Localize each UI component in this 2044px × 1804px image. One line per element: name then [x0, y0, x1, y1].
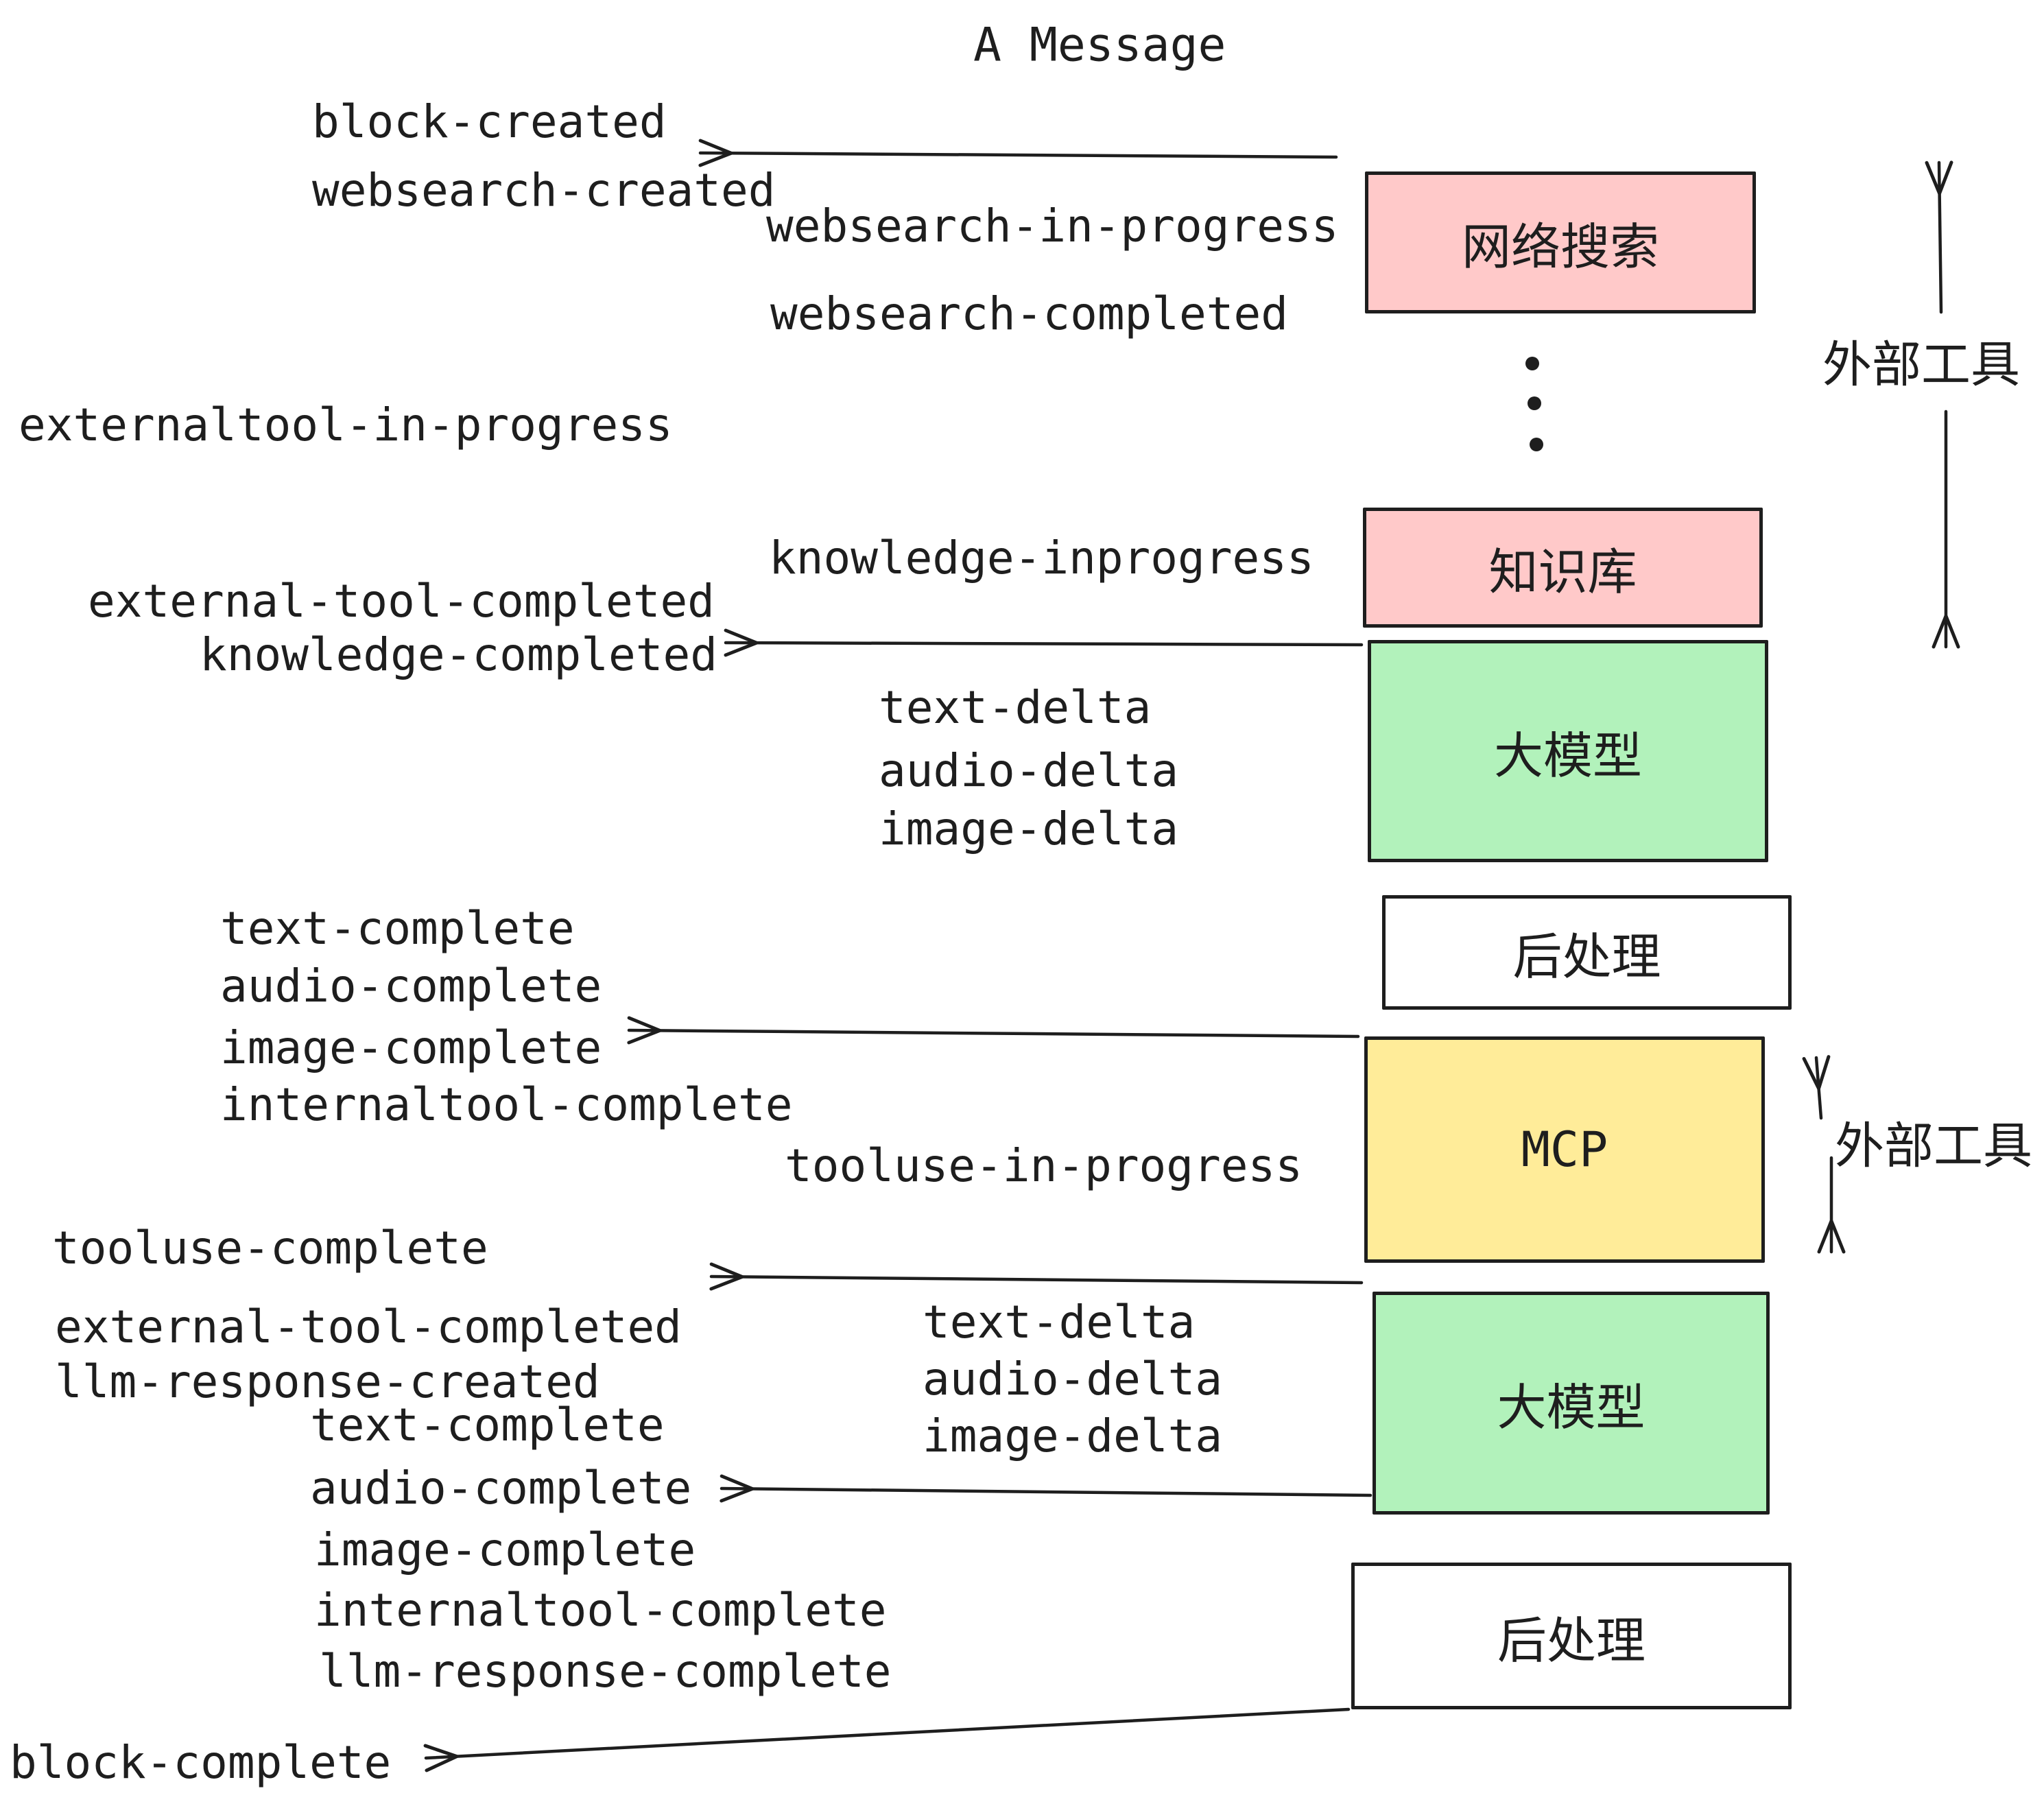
event-label-text-complete: text-complete — [220, 902, 575, 955]
ellipsis-dot — [1530, 438, 1543, 451]
box-knowledge: 知识库 — [1363, 508, 1763, 628]
box-knowledge-label: 知识库 — [1488, 543, 1637, 601]
box-websearch-label: 网络搜索 — [1461, 218, 1659, 276]
event-label-internaltool-complete: internaltool-complete — [220, 1078, 793, 1131]
external-tools-arrow-up-2 — [1802, 1055, 1831, 1120]
arrow-to-block-complete — [423, 1707, 1351, 1772]
event-label-text-complete-2: text-complete — [310, 1399, 665, 1451]
event-label-audio-complete-2: audio-complete — [310, 1462, 692, 1515]
external-tools-arrow-up-1 — [1925, 161, 1953, 314]
event-label-image-complete-2: image-complete — [314, 1523, 696, 1576]
event-label-audio-delta: audio-delta — [879, 744, 1179, 797]
event-label-text-delta: text-delta — [879, 681, 1152, 734]
event-label-websearch-created: websearch-created — [312, 164, 776, 217]
event-label-image-complete: image-complete — [220, 1021, 602, 1074]
event-label-image-delta-2: image-delta — [923, 1410, 1223, 1462]
event-label-image-delta: image-delta — [879, 803, 1179, 855]
ellipsis-dot — [1528, 396, 1541, 410]
box-llm-1-label: 大模型 — [1493, 726, 1642, 785]
diagram-title: A Message — [973, 18, 1226, 73]
box-mcp-label: MCP — [1521, 1121, 1608, 1178]
event-label-audio-delta-2: audio-delta — [923, 1353, 1223, 1405]
event-label-internaltool-complete-2: internaltool-complete — [314, 1584, 887, 1637]
box-llm-2: 大模型 — [1372, 1292, 1770, 1515]
event-label-externaltool-in-progress: externaltool-in-progress — [19, 399, 673, 451]
box-postprocess-2-label: 后处理 — [1497, 1611, 1645, 1670]
arrow-to-audio-complete — [720, 1474, 1372, 1503]
side-label-external-tools-1: 外部工具 — [1822, 335, 2021, 394]
box-websearch: 网络搜索 — [1365, 171, 1756, 313]
event-label-websearch-completed: websearch-completed — [770, 287, 1288, 340]
event-label-external-tool-completed: external-tool-completed — [88, 575, 715, 628]
arrow-to-websearch-created — [698, 139, 1338, 167]
box-llm-2-label: 大模型 — [1497, 1379, 1645, 1436]
side-label-external-tools-2: 外部工具 — [1835, 1117, 2033, 1175]
event-label-audio-complete: audio-complete — [220, 960, 602, 1012]
event-label-llm-response-created: llm-response-created — [55, 1355, 600, 1408]
box-postprocess-1-label: 后处理 — [1512, 928, 1661, 986]
event-label-block-complete: block-complete — [10, 1736, 392, 1789]
event-label-tooluse-in-progress: tooluse-in-progress — [785, 1139, 1303, 1192]
event-label-websearch-in-progress: websearch-in-progress — [766, 200, 1339, 252]
event-label-block-created: block-created — [312, 95, 667, 148]
event-label-external-tool-completed-2: external-tool-completed — [55, 1301, 682, 1353]
box-postprocess-1: 后处理 — [1382, 895, 1792, 1010]
arrow-to-knowledge-completed — [724, 628, 1364, 657]
box-mcp: MCP — [1364, 1036, 1765, 1263]
event-label-knowledge-completed: knowledge-completed — [200, 628, 717, 681]
box-llm-1: 大模型 — [1368, 640, 1768, 862]
event-label-knowledge-inprogress: knowledge-inprogress — [769, 532, 1314, 584]
event-label-text-delta-2: text-delta — [923, 1296, 1196, 1349]
ellipsis-dot — [1525, 357, 1539, 370]
arrow-to-image-complete — [627, 1016, 1360, 1045]
arrow-to-tooluse-complete — [709, 1262, 1364, 1291]
event-label-tooluse-complete: tooluse-complete — [52, 1222, 488, 1274]
event-label-llm-response-complete: llm-response-complete — [319, 1645, 892, 1698]
box-postprocess-2: 后处理 — [1351, 1563, 1792, 1709]
